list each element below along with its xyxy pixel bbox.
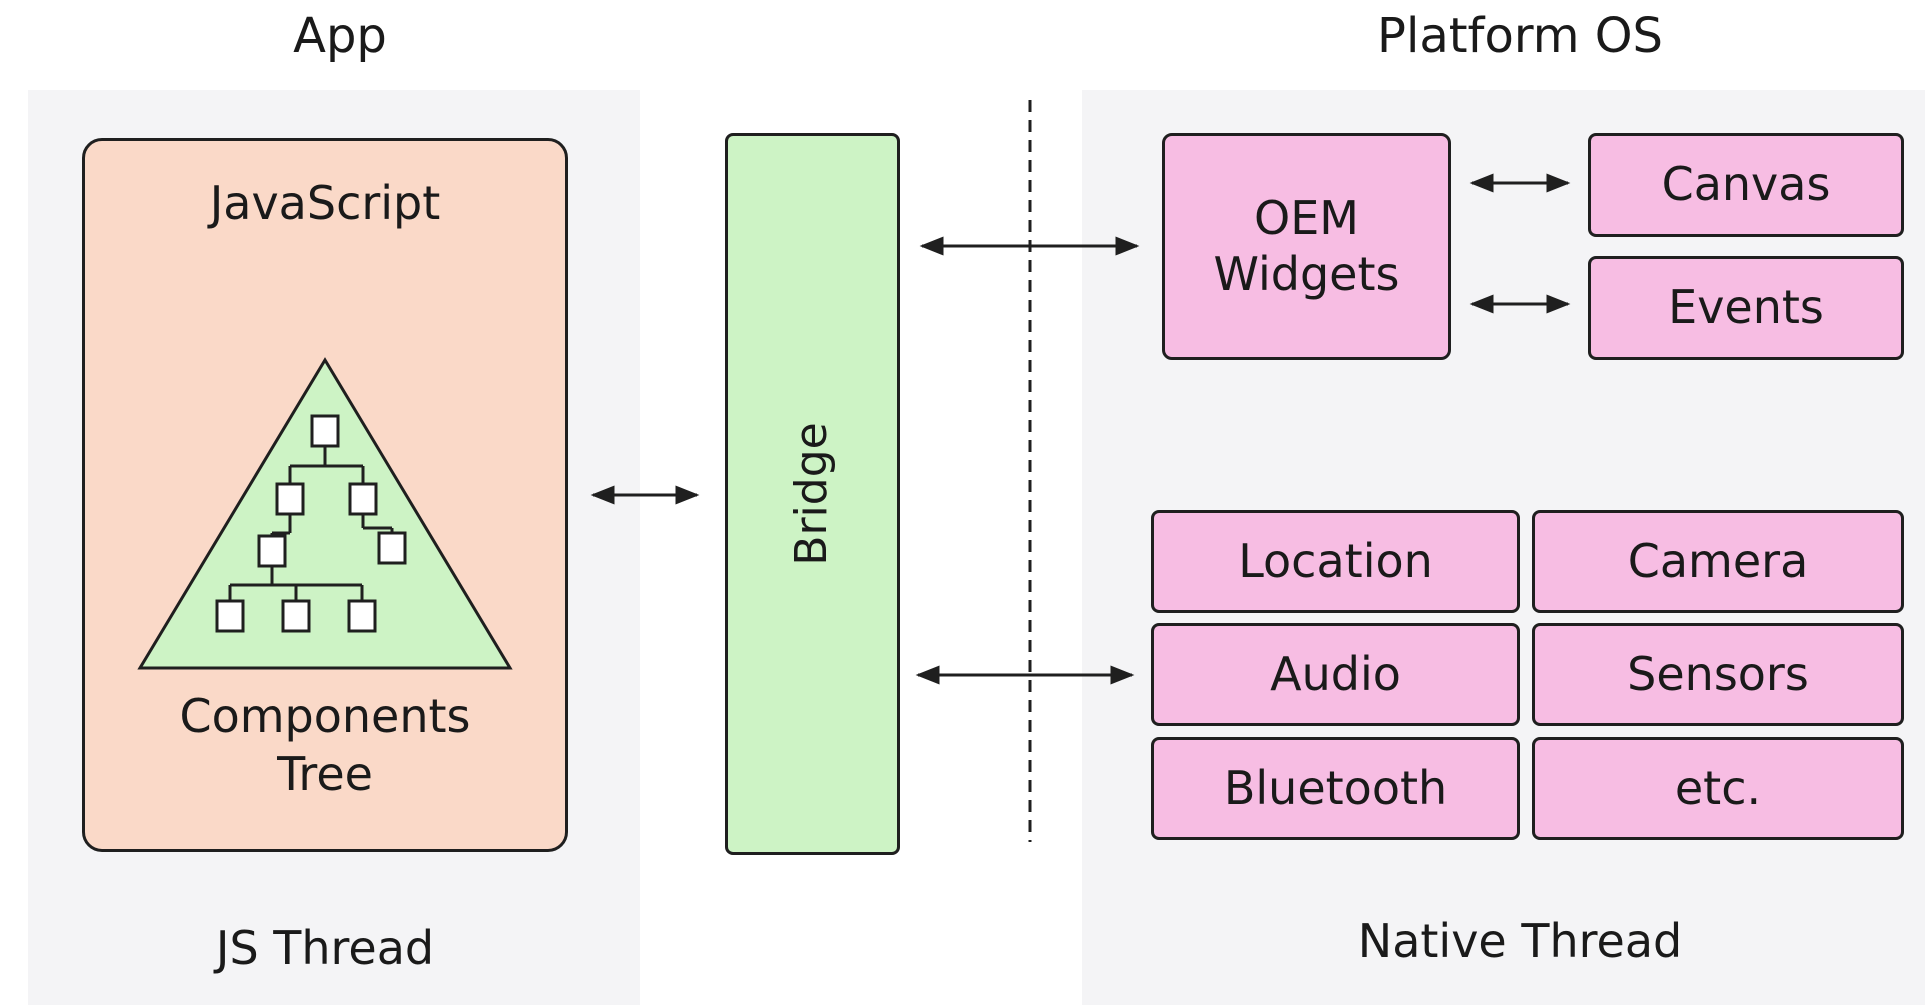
canvas-box: Canvas <box>1588 133 1904 237</box>
bridge-box <box>725 133 900 855</box>
service-location: Location <box>1151 510 1520 613</box>
native-thread-label: Native Thread <box>1357 914 1683 968</box>
service-etc: etc. <box>1532 737 1904 840</box>
js-thread-label: JS Thread <box>215 921 435 975</box>
oem-widgets-box: OEM Widgets <box>1162 133 1451 360</box>
service-sensors: Sensors <box>1532 623 1904 726</box>
app-header: App <box>293 8 387 64</box>
service-bluetooth: Bluetooth <box>1151 737 1520 840</box>
service-audio: Audio <box>1151 623 1520 726</box>
service-camera: Camera <box>1532 510 1904 613</box>
events-box: Events <box>1588 256 1904 360</box>
javascript-label: JavaScript <box>209 176 441 230</box>
platform-os-header: Platform OS <box>1377 8 1663 64</box>
components-tree-label: Components Tree <box>179 689 471 801</box>
